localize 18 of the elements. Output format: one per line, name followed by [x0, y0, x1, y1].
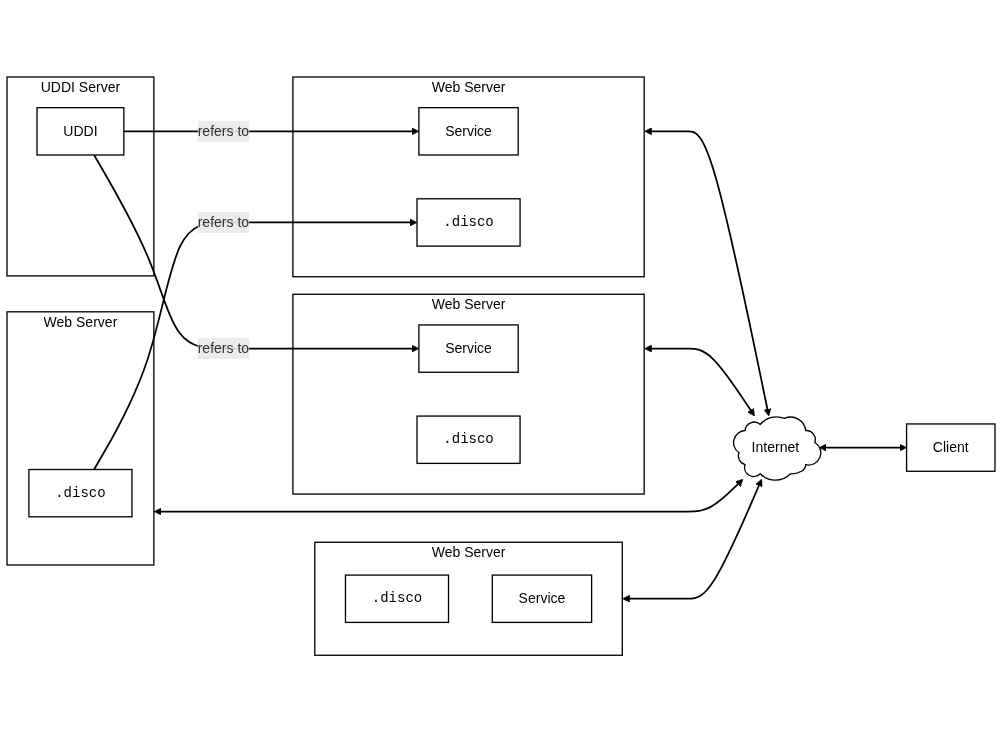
node-box: Service: [418, 324, 519, 373]
arrow: [818, 443, 907, 452]
node-box: .disco: [28, 468, 133, 518]
node-box: Service: [491, 574, 593, 623]
arrow: [644, 127, 772, 417]
node-box: .disco: [344, 574, 450, 623]
node-box: Client: [905, 423, 996, 472]
node-box: .disco: [416, 198, 521, 247]
node-box: UDDI: [36, 106, 125, 156]
arrow: [93, 218, 418, 471]
arrow: [644, 344, 755, 417]
node-box: .disco: [416, 415, 521, 464]
edge-label: refers to: [197, 214, 250, 230]
node-box: Service: [418, 106, 519, 156]
arrow: [622, 478, 763, 603]
edge-label: refers to: [197, 123, 250, 139]
arrow: [153, 478, 744, 516]
edge-label: refers to: [197, 340, 250, 356]
